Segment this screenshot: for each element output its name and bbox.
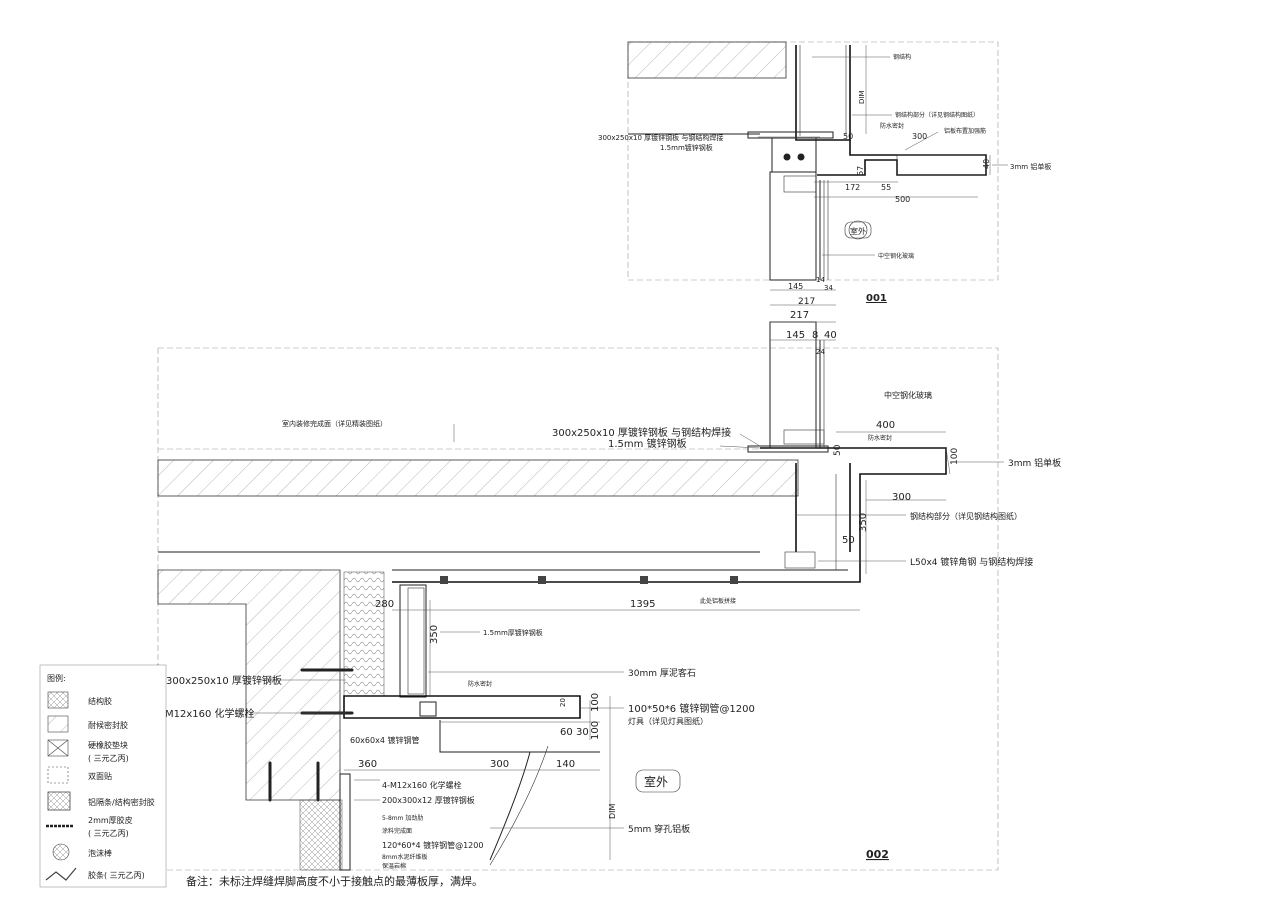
label-002-lamp: 灯具（详见灯具图纸） (628, 716, 708, 726)
dim-001-14: 14 (816, 276, 825, 284)
label-002-insulation: 保温岩棉 (382, 862, 406, 870)
dim-002-50b: 50 (842, 535, 855, 546)
label-002-plate2: 300x250x10 厚镀锌钢板 (166, 674, 282, 687)
label-001-glass: 中空钢化玻璃 (878, 252, 914, 260)
dim-002-30: 30 (576, 727, 589, 738)
legend-item-1: 耐候密封胶 (88, 720, 128, 730)
legend-item-2: 硬橡胶垫块 (88, 740, 128, 750)
label-002-zinc: 1.5mm 镀锌钢板 (608, 437, 687, 450)
label-001-steel-structure: 钢结构 (893, 53, 911, 61)
detail-001-title: 001 (866, 293, 887, 304)
label-002-perforated: 5mm 穿孔铝板 (628, 823, 690, 835)
label-002-stone: 30mm 厚泥客石 (628, 667, 696, 679)
label-002-al-3mm: 3mm 铝单板 (1008, 457, 1061, 469)
label-002-angle: L50x4 镀锌角钢 与钢结构焊接 (910, 556, 1033, 568)
dim-002-360: 360 (358, 759, 377, 770)
label-002-plate3: 200x300x12 厚镀锌钢板 (382, 795, 475, 805)
label-001-al-reinforce: 铝板布置加强筋 (944, 127, 986, 135)
legend-title: 图例: (47, 673, 66, 683)
label-001-dim: DIM (858, 91, 866, 105)
label-002-steel-part: 钢结构部分（详见钢结构图纸） (910, 511, 1022, 521)
dim-002-280: 280 (375, 599, 394, 610)
dim-001-50: 50 (843, 132, 853, 141)
legend-item-9: 胶条( 三元乙丙) (88, 870, 145, 880)
dim-002-350b: 350 (429, 625, 440, 644)
label-002-glass: 中空钢化玻璃 (884, 390, 932, 400)
label-002-zinc2: 1.5mm厚镀锌钢板 (483, 628, 543, 637)
label-002-plate: 300x250x10 厚镀锌钢板 与钢结构焊接 (552, 426, 731, 439)
label-002-waterproof2: 防水密封 (468, 680, 492, 688)
dim-001-67: 67 (856, 166, 865, 176)
label-002-al-joint: 此处铝板拼接 (700, 597, 736, 605)
dim-002-100b: 100 (590, 721, 601, 740)
dim-002-300b: 300 (490, 759, 509, 770)
dim-002-40: 40 (824, 330, 837, 341)
dim-002-145: 145 (786, 330, 805, 341)
legend-item-5: 铝隔条/结构密封胶 (88, 797, 155, 807)
label-002-stiffener: 5-8mm 加劲肋 (382, 814, 423, 822)
label-002-bolt: 4-M12x160 化学螺栓 (155, 707, 255, 720)
detail-001 (627, 41, 1008, 306)
dim-002-60: 60 (560, 727, 573, 738)
dim-001-40: 40 (982, 159, 991, 169)
dim-002-300: 300 (892, 492, 911, 503)
legend-box (39, 664, 167, 888)
legend-item-4: 双面贴 (88, 771, 112, 781)
label-002-dim: DIM (608, 803, 617, 819)
dim-002-350: 350 (858, 513, 869, 532)
dim-001-500: 500 (895, 195, 910, 204)
detail-002 (157, 321, 1004, 871)
label-001-al-3mm: 3mm 铝单板 (1010, 162, 1051, 171)
dim-002-100a: 100 (590, 693, 601, 712)
label-001-zinc: 1.5mm镀锌钢板 (660, 143, 713, 152)
dim-001-55: 55 (881, 183, 891, 192)
dim-001-217: 217 (798, 297, 815, 307)
legend-item-0: 结构胶 (88, 696, 112, 706)
legend-item-3: ( 三元乙丙) (88, 754, 129, 763)
label-001-waterproof: 防水密封 (880, 122, 904, 130)
label-001-steel-part: 钢结构部分（详见钢结构图纸） (895, 111, 979, 119)
dim-002-217: 217 (790, 310, 809, 321)
dim-001-172: 172 (845, 183, 860, 192)
dim-002-50a: 50 (833, 444, 843, 456)
dim-002-8: 8 (812, 330, 818, 341)
label-002-tube3: 120*60*4 镀锌钢管@1200 (382, 840, 483, 850)
detail-002-title: 002 (866, 848, 889, 861)
label-002-cement: 8mm水泥纤维板 (382, 853, 428, 861)
dim-002-140: 140 (556, 759, 575, 770)
dim-002-24: 24 (816, 348, 825, 356)
label-002-interior-finish: 室内装修完成面（详见精装图纸） (282, 419, 387, 428)
legend-item-7: ( 三元乙丙) (88, 829, 129, 838)
legend-item-8: 泡沫棒 (88, 848, 112, 858)
label-002-tube1: 100*50*6 镀锌钢管@1200 (628, 702, 755, 715)
label-001-outdoor: 室外 (850, 226, 866, 236)
label-002-bolt2: 4-M12x160 化学螺栓 (382, 780, 462, 790)
dim-001-300: 300 (912, 132, 927, 141)
dim-002-1395: 1395 (630, 599, 655, 610)
label-002-outdoor: 室外 (644, 774, 668, 789)
label-002-waterproof: 防水密封 (868, 434, 892, 442)
legend-item-6: 2mm厚胶皮 (88, 815, 133, 825)
label-002-coating: 涂料完成面 (382, 827, 412, 835)
dim-002-400: 400 (876, 420, 895, 431)
dim-001-34: 34 (824, 284, 833, 292)
dim-001-145: 145 (788, 282, 803, 291)
label-001-plate: 300x250x10 厚镀锌钢板 与钢结构焊接 (598, 133, 723, 142)
footnote: 备注：未标注焊缝焊脚高度不小于接触点的最薄板厚，满焊。 (186, 874, 483, 888)
dim-002-100: 100 (950, 448, 960, 465)
dim-002-20: 20 (559, 698, 567, 707)
label-002-tube2: 60x60x4 镀锌钢管 (350, 735, 419, 745)
